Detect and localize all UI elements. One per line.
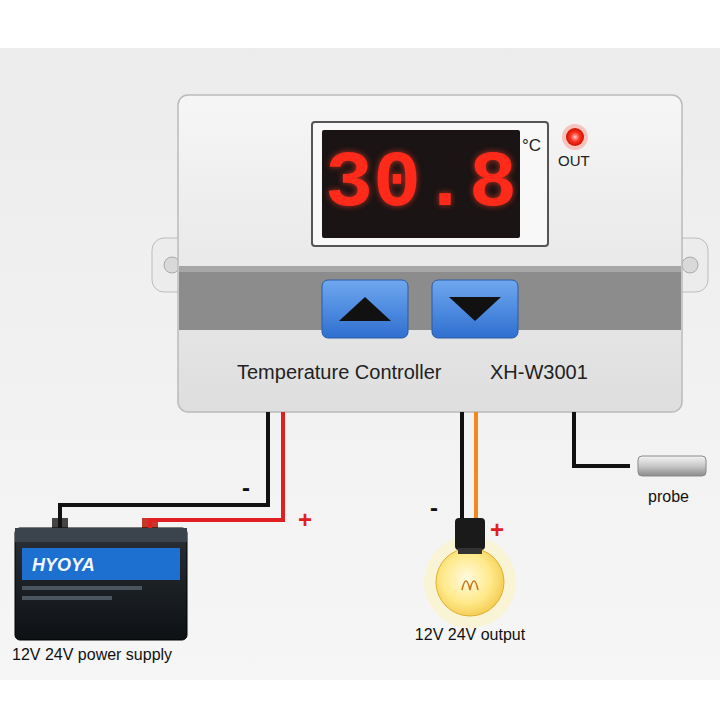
wire <box>574 412 630 466</box>
out-led <box>566 128 584 146</box>
led-display: 30.8 <box>322 130 520 238</box>
up-button <box>322 280 408 338</box>
polarity-sign: + <box>490 516 504 544</box>
controller-housing <box>178 95 682 412</box>
button-band <box>179 266 681 330</box>
probe-caption: probe <box>648 488 689 506</box>
bulb: 12V 24V output <box>385 518 555 653</box>
wire <box>476 412 477 518</box>
temperature-probe <box>638 456 706 476</box>
wire <box>462 412 463 518</box>
probe: probe <box>630 452 714 512</box>
battery: HYOYA 12V 24V power supply <box>10 528 200 678</box>
model-number: XH-W3001 <box>490 361 588 384</box>
battery <box>15 518 187 640</box>
unit-label: °C <box>522 136 541 156</box>
led-label: OUT <box>558 152 590 169</box>
wire-line <box>474 412 478 518</box>
wire-line <box>150 412 283 528</box>
display-frame <box>312 122 548 246</box>
wire-line <box>60 412 268 528</box>
button-band-edge <box>179 266 681 272</box>
wire-line <box>574 412 630 466</box>
wire-line <box>460 412 464 518</box>
supply-caption: 12V 24V power supply <box>12 646 172 664</box>
wire <box>150 412 283 528</box>
output-caption: 12V 24V output <box>415 626 525 644</box>
led-glow <box>562 124 588 150</box>
display-reading: 30.8 <box>325 138 517 230</box>
background-panel <box>0 48 720 680</box>
polarity-sign: - <box>430 494 438 522</box>
polarity-sign: + <box>298 506 312 534</box>
battery-brand: HYOYA <box>32 555 95 576</box>
device-name: Temperature Controller <box>237 361 442 384</box>
controller-housing: Temperature Controller XH-W3001 30.8 <box>178 95 682 412</box>
wire <box>60 412 268 528</box>
polarity-sign: - <box>242 474 250 502</box>
down-button <box>432 280 518 338</box>
